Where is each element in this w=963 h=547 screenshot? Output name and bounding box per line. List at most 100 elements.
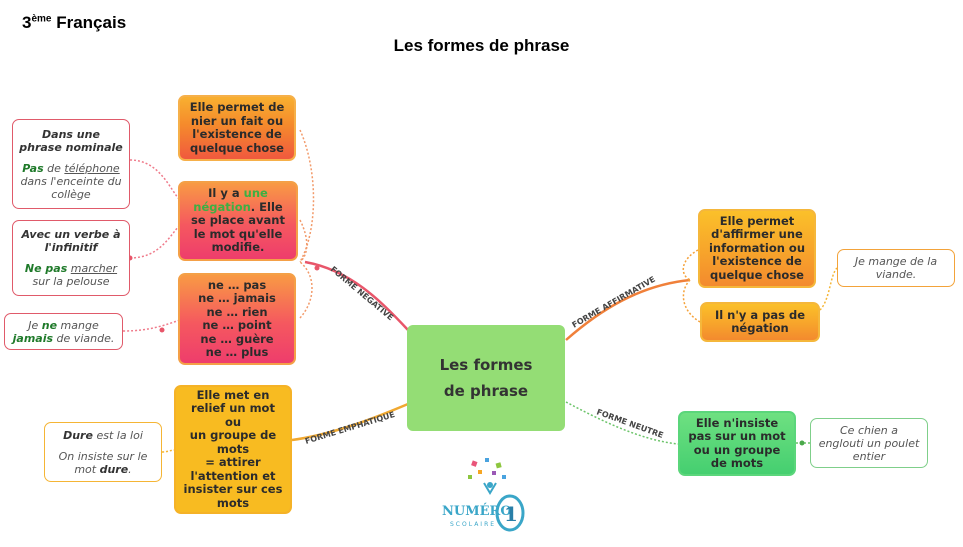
branch-label-negative: FORME NÉGATIVE xyxy=(329,263,397,322)
class-superscript: ème xyxy=(31,13,52,25)
connection-dot xyxy=(799,440,805,446)
text-line: ne … jamais xyxy=(198,291,276,305)
class-subject: Français xyxy=(56,13,127,32)
text-line: l'existence de xyxy=(712,254,802,269)
text-line: Elle met en xyxy=(196,387,270,402)
class-label: 3ème Français xyxy=(22,13,126,33)
logo-figure-head xyxy=(487,482,493,488)
highlight-une: une xyxy=(243,186,268,201)
note-neutre-example: Ce chien a englouti un poulet entier xyxy=(810,418,928,468)
aff-note-connector xyxy=(819,267,838,311)
text-line: mots xyxy=(216,495,250,510)
logo-figure-body xyxy=(483,482,497,495)
text-run: Je xyxy=(28,318,42,332)
center-node: Les formes de phrase xyxy=(407,325,565,431)
text-line: ou un groupe xyxy=(693,442,781,457)
text-line: ne … rien xyxy=(206,304,268,319)
logo-sub: SCOLAIRE xyxy=(450,521,496,528)
note-line: mot dure. xyxy=(74,463,131,476)
neg-note-connector-2 xyxy=(129,224,181,259)
note-infinitive-verb: Avec un verbe à l'infinitif Ne pas march… xyxy=(12,220,130,296)
affirmative-no-negation-box: Il n'y a pas de négation xyxy=(700,302,820,342)
aff-connector-2 xyxy=(682,279,701,323)
class-number: 3 xyxy=(22,13,32,32)
branch-label-affirmative: FORME AFFIRMATIVE xyxy=(571,275,657,330)
highlight-jamais: jamais xyxy=(12,331,54,345)
note-example-rest: dans l'enceinte du collège xyxy=(20,174,122,201)
text-run: de xyxy=(43,161,65,175)
note-line: jamais de viande. xyxy=(13,332,115,345)
text-line: l'attention et xyxy=(190,468,276,483)
affirmative-definition-box: Elle permet d'affirmer une information o… xyxy=(698,209,816,288)
text-run: . Elle xyxy=(250,199,283,214)
note-line: Dure est la loi xyxy=(63,429,143,442)
underlined-word: téléphone xyxy=(64,161,120,175)
note-line: Ce chien a xyxy=(840,423,898,437)
branch-affirmative-curve xyxy=(565,278,691,341)
note-nominal-phrase: Dans une phrase nominale Pas de téléphon… xyxy=(12,119,130,209)
text-line: d'affirmer une xyxy=(711,227,803,242)
aff-connector-1 xyxy=(682,249,699,281)
text-line: pas sur un mot xyxy=(688,429,786,443)
text-line: quelque chose xyxy=(190,140,284,155)
text-line: de mots xyxy=(710,456,764,470)
emphatique-definition-box: Elle met en relief un mot ou un groupe d… xyxy=(174,385,292,514)
negative-forms-box: ne … pas ne … jamais ne … rien ne … poin… xyxy=(178,273,296,365)
text-line: négation. Elle xyxy=(193,199,283,215)
branch-label-neutre: FORME NEUTRE xyxy=(595,407,664,440)
emphasized-word: dure xyxy=(99,462,129,476)
branch-neutre-curve xyxy=(565,401,679,445)
text-line: Il n'y a pas de xyxy=(714,307,806,322)
text-line: se place avant xyxy=(191,213,285,228)
text-line: Elle permet xyxy=(719,213,795,228)
logo-confetti xyxy=(502,475,506,479)
logo-confetti xyxy=(492,471,496,475)
text-run: mot xyxy=(74,462,100,476)
text-line: ne … pas xyxy=(207,277,267,292)
highlight-pas: Pas xyxy=(22,161,44,175)
logo-confetti xyxy=(468,475,472,479)
note-example: Pas de téléphone xyxy=(22,162,119,175)
note-line: On insiste sur le xyxy=(58,449,148,463)
text-run: Il y a xyxy=(208,186,244,201)
text-line: l'existence de xyxy=(192,127,282,141)
text-line: modifie. xyxy=(211,240,265,255)
logo-confetti xyxy=(471,460,478,467)
connection-dot xyxy=(159,327,165,333)
logo-ring xyxy=(495,494,525,532)
logo-confetti xyxy=(485,458,489,462)
connection-dot xyxy=(314,265,320,271)
logo-confetti xyxy=(495,462,502,469)
note-example: Ne pas marcher xyxy=(25,262,117,275)
emphasized-word: Dure xyxy=(63,428,93,442)
center-line-1: Les formes xyxy=(439,356,533,374)
text-line: Elle n'insiste xyxy=(695,415,779,430)
text-run: mange xyxy=(57,318,99,332)
underlined-word: marcher xyxy=(70,262,118,275)
negative-definition-box: Elle permet de nier un fait ou l'existen… xyxy=(178,95,296,161)
highlight-ne-pas: Ne pas xyxy=(24,262,68,275)
branch-label-emphatique: FORME EMPHATIQUE xyxy=(304,410,396,446)
note-emphatique-example: Dure est la loi On insiste sur le mot du… xyxy=(44,422,162,482)
logo-word: NUMÉRO xyxy=(442,503,512,519)
neg-note-connector-1 xyxy=(129,159,181,201)
neg-note-connector-3 xyxy=(122,319,181,332)
text-line: Elle permet de xyxy=(189,100,285,114)
text-line: un groupe de xyxy=(189,428,277,443)
text-line: négation xyxy=(731,321,789,335)
text-line: insister sur ces xyxy=(183,482,283,497)
note-line: englouti un poulet xyxy=(818,436,920,450)
negative-placement-box: Il y a une négation. Elle se place avant… xyxy=(178,181,298,261)
note-line: entier xyxy=(852,449,886,463)
logo-confetti xyxy=(478,470,482,474)
note-line: Je mange de la xyxy=(854,255,938,268)
branch-negative-curve xyxy=(304,260,409,331)
text-line: ne … point xyxy=(202,318,272,332)
note-affirmative-example: Je mange de la viande. xyxy=(837,249,955,287)
note-example-rest: sur la pelouse xyxy=(32,275,110,288)
text-run: de viande. xyxy=(53,331,115,345)
neg-connector-3 xyxy=(299,261,313,319)
text-line: = attirer xyxy=(205,455,261,470)
text-run: est la loi xyxy=(92,428,143,442)
